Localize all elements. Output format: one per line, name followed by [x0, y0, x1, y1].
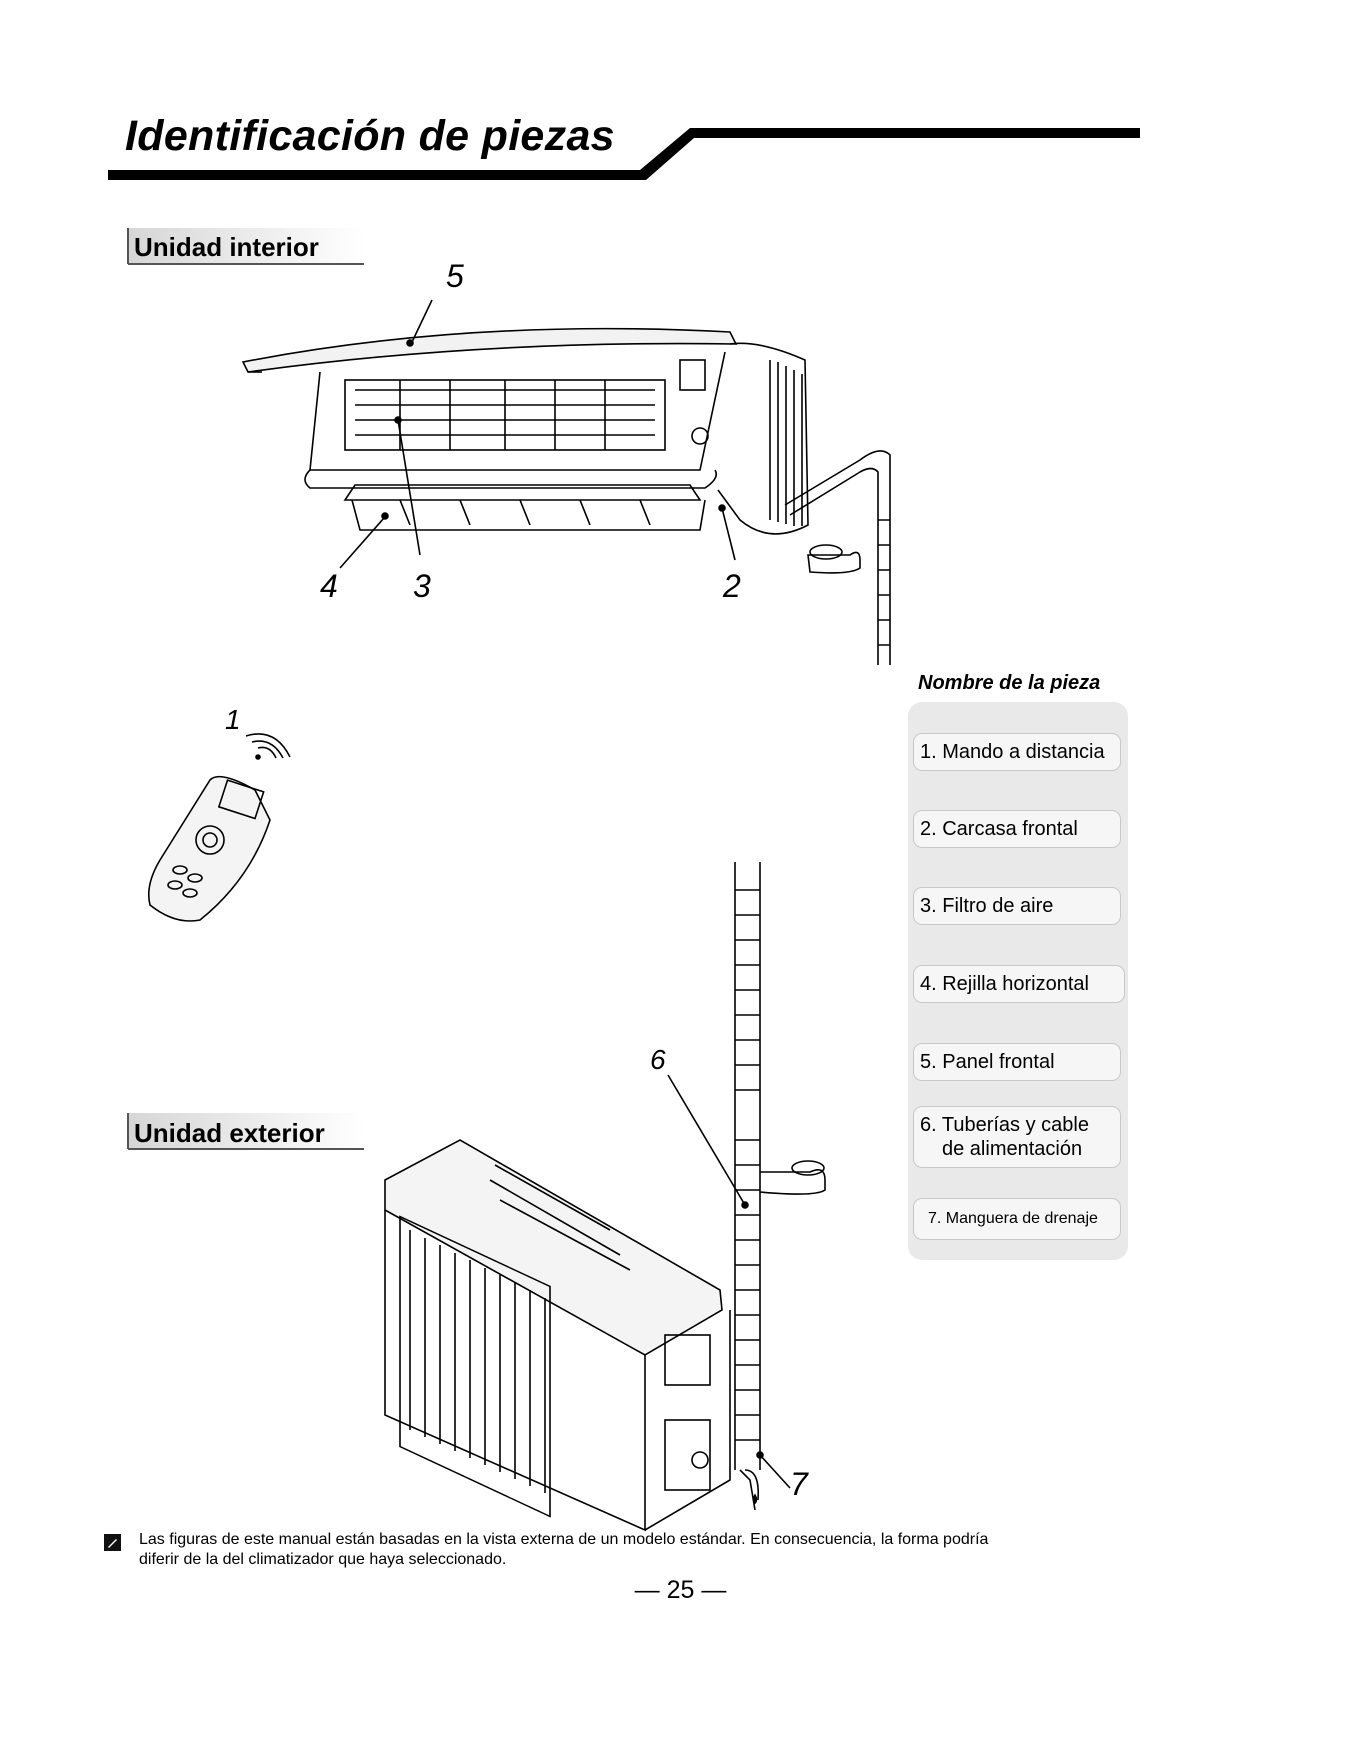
part-label: 4. Rejilla horizontal [920, 973, 1089, 995]
callout-1: 1 [225, 704, 241, 735]
part-label: 1. Mando a distancia [920, 741, 1105, 763]
page-number: — 25 — [634, 1576, 727, 1604]
part-item-front-casing: 2. Carcasa frontal [913, 810, 1121, 848]
part-label: 5. Panel frontal [920, 1051, 1055, 1073]
callout-2: 2 [723, 568, 741, 604]
part-item-front-panel: 5. Panel frontal [913, 1043, 1121, 1081]
part-item-drain-hose: 7. Manguera de drenaje [913, 1198, 1121, 1240]
part-label: 2. Carcasa frontal [920, 818, 1078, 840]
outdoor-unit-drawing [384, 862, 826, 1532]
part-label: 7. Manguera de drenaje [928, 1210, 1098, 1227]
part-item-remote-control: 1. Mando a distancia [913, 733, 1121, 771]
outdoor-unit-label: Unidad exterior [134, 1118, 325, 1148]
part-item-air-filter: 3. Filtro de aire [913, 887, 1121, 925]
part-label: 3. Filtro de aire [920, 895, 1054, 917]
callout-7: 7 [790, 1466, 808, 1502]
callout-3: 3 [413, 568, 431, 604]
part-item-piping-and-power-cable: 6. Tuberías y cable de alimentación [913, 1106, 1121, 1168]
callout-4: 4 [320, 568, 338, 604]
indoor-unit-drawing [241, 299, 891, 665]
page-title: Identificación de piezas [125, 112, 615, 160]
title-banner-rule [108, 128, 1140, 180]
callout-5: 5 [446, 258, 464, 294]
part-label-line-2: de alimentación [942, 1138, 1083, 1160]
indoor-unit-label: Unidad interior [134, 232, 319, 262]
parts-list-heading: Nombre de la pieza [918, 672, 1101, 694]
part-label-line-1: 6. Tuberías y cable [920, 1114, 1089, 1136]
remote-control-drawing [147, 733, 291, 922]
callout-6: 6 [650, 1044, 666, 1075]
footnote-text: Las figuras de este manual están basadas… [139, 1531, 989, 1568]
note-icon [104, 1534, 121, 1551]
part-item-horizontal-louver: 4. Rejilla horizontal [913, 965, 1125, 1003]
